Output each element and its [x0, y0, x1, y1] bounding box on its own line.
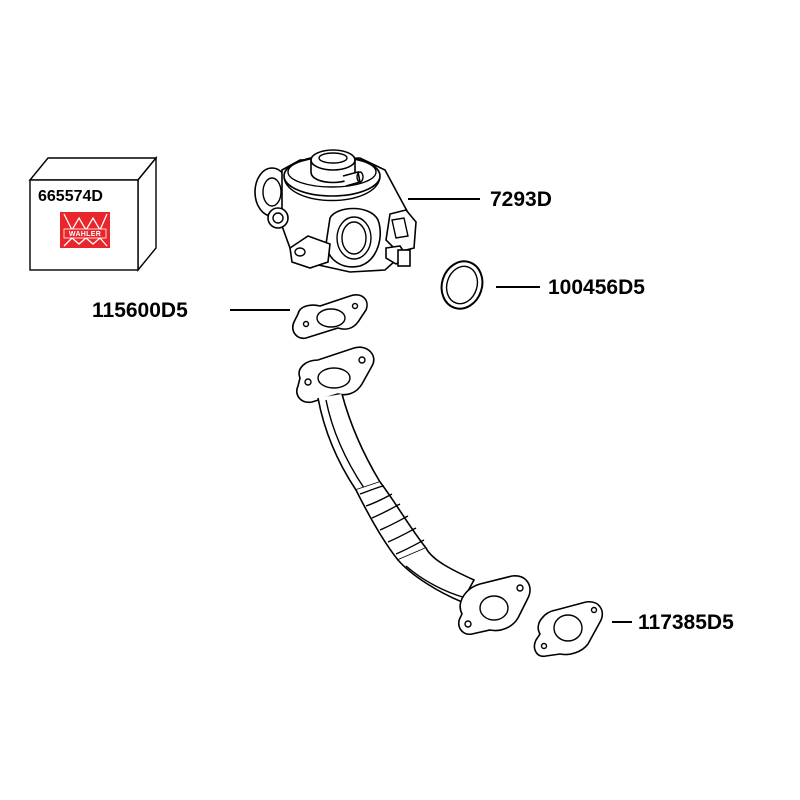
kit-box: 665574D WAHLER	[28, 156, 158, 272]
label-lower-gasket: 117385D5	[638, 611, 734, 634]
egr-valve	[254, 149, 417, 273]
wahler-logo: WAHLER	[60, 212, 110, 248]
label-upper-gasket: 115600D5	[92, 299, 188, 322]
brand-name: WAHLER	[69, 231, 101, 238]
upper-gasket	[291, 294, 368, 340]
kit-number: 665574D	[38, 188, 103, 205]
label-egr-valve: 7293D	[490, 188, 552, 211]
o-ring	[440, 260, 484, 310]
egr-pipe	[296, 346, 531, 636]
lower-gasket	[533, 601, 604, 658]
label-o-ring: 100456D5	[548, 276, 645, 299]
